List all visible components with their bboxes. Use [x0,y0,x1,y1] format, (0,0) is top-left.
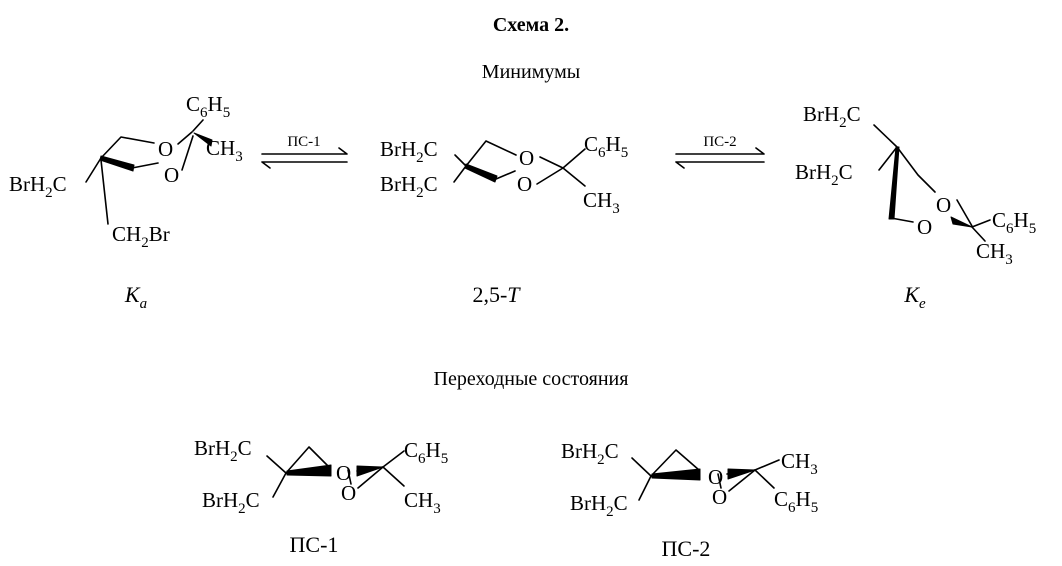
t-brh2c-lower-label: BrH2C [380,172,438,201]
ke-c2-c6h5-bond [971,219,991,228]
ps1-o1-label: O [336,461,351,485]
ps1-brh2c-lower-label: BrH2C [202,488,260,517]
ke-ch3-label: CH3 [976,239,1013,268]
arrow-forward [675,147,765,155]
ka-o1-c2-bond [177,131,193,145]
ps2-brh2c-lower-label: BrH2C [570,491,628,520]
ke-brh2c-upper-label: BrH2C [803,102,861,131]
structure-ka: O O C6H5 CH3 BrH2C CH2Br Ka [9,92,243,312]
ps2-wedge-o1 [727,468,756,480]
structure-ps2: O O BrH2C BrH2C CH3 C6H5 ПС-2 [561,439,818,561]
ps2-c2-ch3-bond [754,459,780,471]
ke-c2-ch3-bond [971,226,986,242]
ka-c6h5-label: C6H5 [186,92,230,121]
ps1-wedge-o1 [356,465,384,477]
equilibrium-arrow-ps1: ПС-1 [261,134,348,169]
ka-ch2br-label: CH2Br [112,222,170,251]
ps2-c5-upper-sub-bond [631,457,652,477]
ps1-bold-bond [286,464,332,477]
ke-brh2c-lower-label: BrH2C [795,160,853,189]
t-brh2c-upper-label: BrH2C [380,137,438,166]
ke-c5-lower-sub-bond [878,146,898,171]
ps1-c2-c6h5-bond [382,450,405,468]
ps2-o1-label: O [708,465,723,489]
ka-o1-label: O [158,137,173,161]
ke-bold-bond [888,146,900,220]
ps1-c2-ch3-bond [382,466,405,487]
t-c5-upper-sub-bond [454,154,467,167]
t-o3-c2-bond [536,167,564,185]
ps1-o3-label: O [341,481,356,505]
t-c2-c6h5-bond [562,148,586,169]
ka-c5-brh2c-bond [85,157,102,183]
ke-caption: Ke [903,282,926,312]
ps1-o3-c2-bond [357,466,384,489]
arrow-label-ps2: ПС-2 [703,134,736,150]
t-c5-lower-sub-bond [453,165,467,183]
ps1-c5-lower-sub-bond [272,472,287,498]
minima-heading: Минимумы [482,61,580,83]
ka-caption: Ka [124,282,147,312]
ka-bold-bond [99,155,135,172]
ka-o3-c2-bond [181,135,194,171]
t-o3-label: O [517,172,532,196]
ps1-c6h5-label: C6H5 [404,438,448,467]
t-ch3-label: CH3 [583,188,620,217]
transition-states-heading: Переходные состояния [434,368,629,390]
t-bold-bond [464,163,498,183]
t-c2-ch3-bond [562,167,586,187]
ps1-caption: ПС-1 [290,532,339,557]
ps2-ch3-label: CH3 [781,449,818,478]
ke-o3-label: O [917,215,932,239]
equilibrium-arrow-ps2: ПС-2 [675,134,765,169]
ps2-bold-bond [651,468,701,481]
arrow-backward [675,161,765,169]
ps1-c5-upper-sub-bond [266,455,287,474]
structure-ke: O O BrH2C BrH2C C6H5 CH3 Ke [795,102,1036,312]
ps2-c6h5-label: C6H5 [774,487,818,516]
scheme-title: Схема 2. [493,14,569,36]
structure-2-5-t: O O BrH2C BrH2C C6H5 CH3 2,5-T [380,132,628,307]
ke-wedge-o3 [950,216,973,228]
ka-o3-label: O [164,163,179,187]
t-o1-label: O [519,146,534,170]
ps2-o3-c2-bond [728,469,756,492]
structure-ps1: O O BrH2C BrH2C C6H5 CH3 ПС-1 [194,436,448,557]
ka-brh2c-label: BrH2C [9,172,67,201]
ps2-caption: ПС-2 [662,536,711,561]
ps1-brh2c-upper-label: BrH2C [194,436,252,465]
arrow-backward [261,161,348,169]
ke-o1-c2-bond [956,199,973,227]
arrow-label-ps1: ПС-1 [287,134,320,150]
ka-ch3-label: CH3 [206,136,243,165]
ps2-brh2c-upper-label: BrH2C [561,439,619,468]
ps2-o3-label: O [712,485,727,509]
t-caption: 2,5-T [472,282,521,307]
ps1-ch3-label: CH3 [404,488,441,517]
ke-c5-upper-sub-bond [873,124,898,148]
ps2-c2-c6h5-bond [754,469,775,489]
t-c6h5-label: C6H5 [584,132,628,161]
ke-o1-label: O [936,193,951,217]
ka-wedge-ch3 [193,132,213,147]
arrow-forward [261,147,348,155]
ke-c6h5-label: C6H5 [992,208,1036,237]
ka-c2-c6h5-bond [192,119,204,132]
t-o1-c2-bond [539,156,564,169]
ps2-c5-lower-sub-bond [638,475,652,501]
ka-c5-ch2br-bond [100,159,109,225]
